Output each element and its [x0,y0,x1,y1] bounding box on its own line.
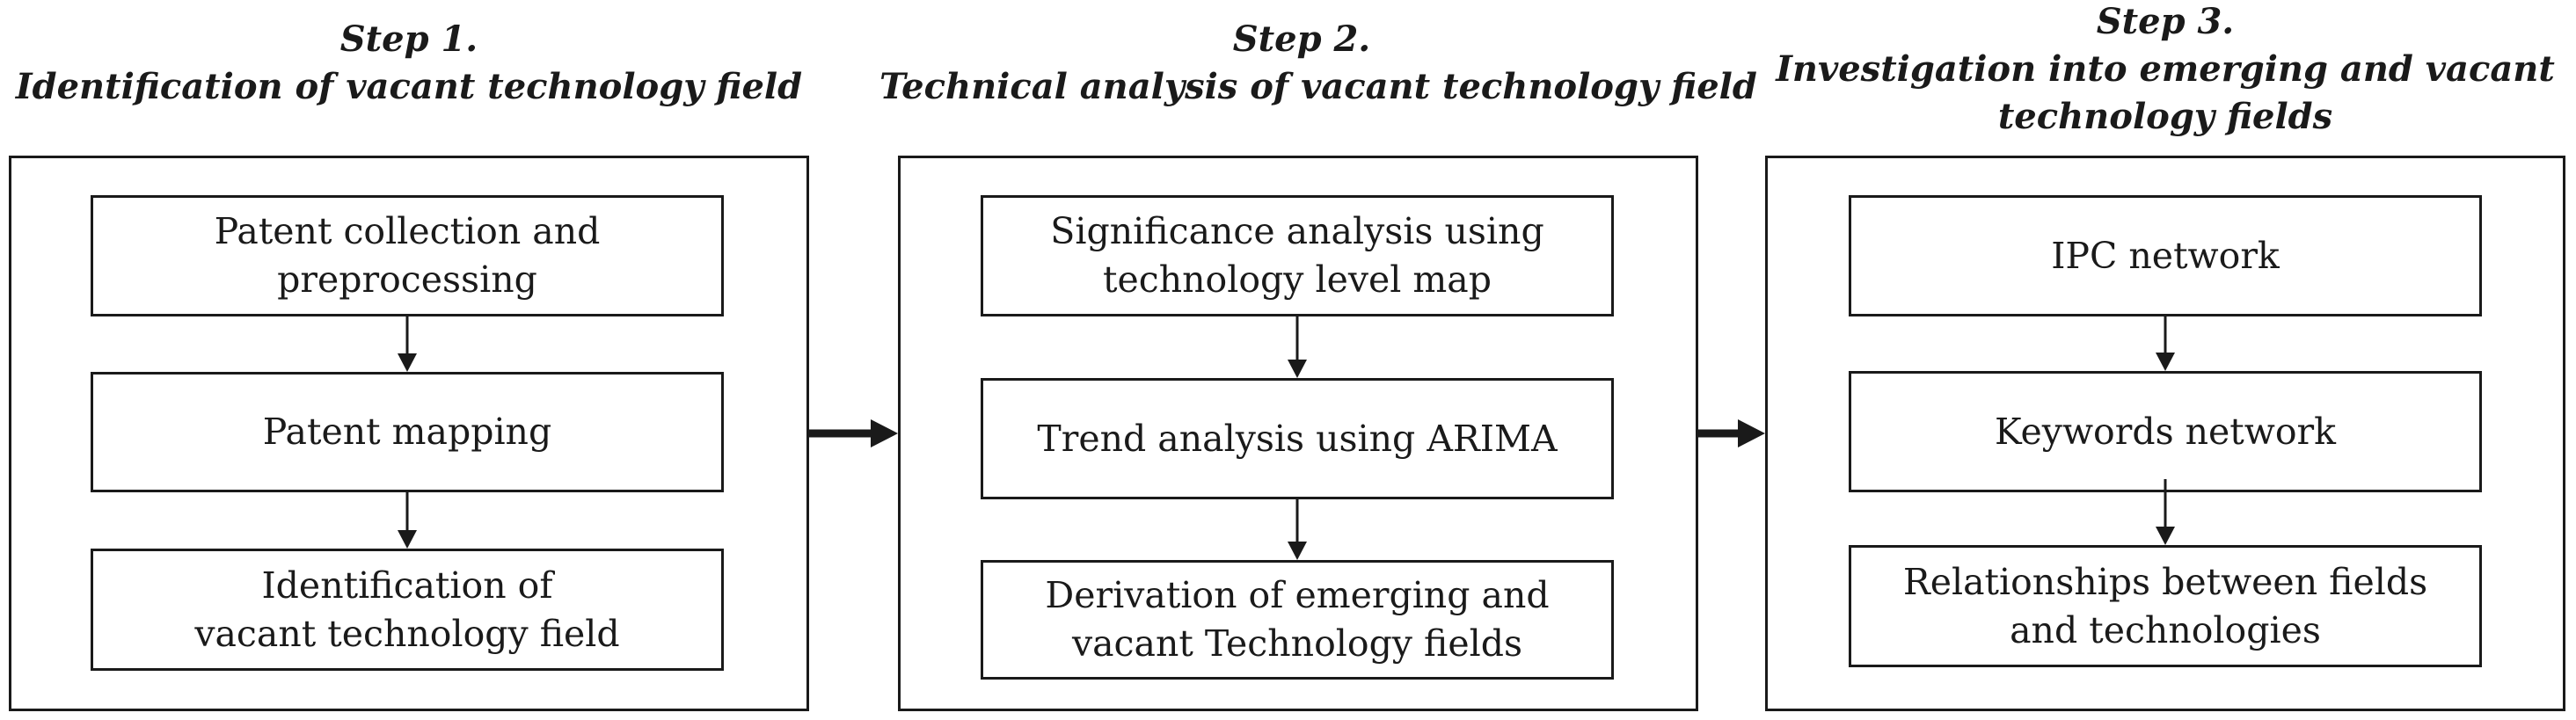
step-3-box-1-label: IPC network [2051,234,2280,277]
arrow-step2-to-step3-head [1738,419,1765,447]
step-2-box-2-label: Trend analysis using ARIMA [1037,417,1558,460]
step-2-box-3: Derivation of emerging and vacant Techno… [981,560,1614,680]
step-1-title: Step 1. Identification of vacant technol… [9,16,809,111]
step-1-box-3-label: Identification of vacant technology fiel… [194,564,620,655]
step-1-box-1-label: Patent collection and preprocessing [214,210,601,301]
step-2-box-1: Significance analysis using technology l… [981,195,1614,316]
step-1-heading: Step 1. [339,18,478,60]
step-2-box-1-label: Significance analysis using technology l… [1050,210,1544,301]
step-1-box-3: Identification of vacant technology fiel… [91,549,724,671]
step-2-title: Step 2. Technical analysis of vacant tec… [879,16,1757,111]
step-3-box-2: Keywords network [1849,371,2482,492]
step-2-box-2: Trend analysis using ARIMA [981,378,1614,499]
arrow-s1-2-3-head [398,530,417,549]
step-1-box-2: Patent mapping [91,372,724,492]
step-1-box-2-label: Patent mapping [262,411,552,453]
step-2-box-3-label: Derivation of emerging and vacant Techno… [1045,574,1550,665]
arrow-s2-2-3-head [1288,542,1307,560]
step-2-heading: Step 2. [1232,18,1371,60]
step-3-box-1: IPC network [1849,195,2482,316]
step-3-box-2-label: Keywords network [1994,410,2337,453]
step-3-box-3: Relationships between fields and technol… [1849,545,2482,667]
step-3-box-3-label: Relationships between fields and technol… [1902,560,2428,651]
step-3-subtitle: Investigation into emerging and vacant t… [1776,48,2555,137]
arrow-s1-1-2-head [398,353,417,372]
arrow-s3-1-2-head [2156,353,2175,371]
arrow-step1-to-step2-head [871,419,898,447]
step-3-title: Step 3. Investigation into emerging and … [1765,0,2565,141]
step-3-heading: Step 3. [2096,1,2235,42]
step-2-subtitle: Technical analysis of vacant technology … [879,66,1757,107]
arrow-s2-1-2-head [1288,360,1307,378]
step-1-box-1: Patent collection and preprocessing [91,195,724,316]
step-1-subtitle: Identification of vacant technology fiel… [15,66,803,107]
arrow-s3-2-3-head [2156,527,2175,545]
